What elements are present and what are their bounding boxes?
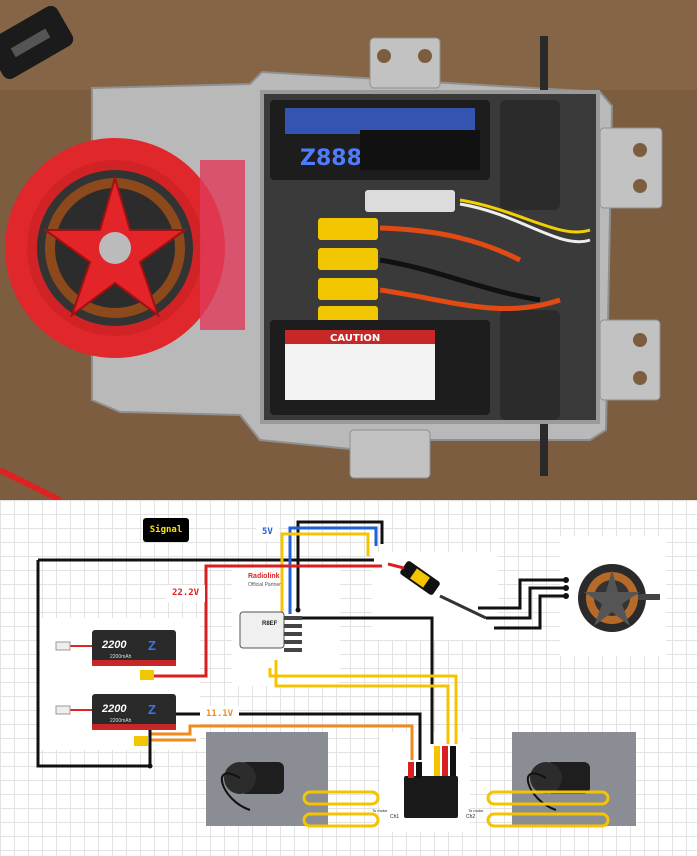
battery-capacity-top: 2200mAh (110, 654, 132, 660)
caution-label: CAUTION (330, 333, 380, 344)
battery-brand-bottom: 2200 (101, 703, 127, 715)
flashlight-object (0, 5, 74, 79)
wiring-diagram: Radiolink Official Partner R8EF 2200 Z 2… (0, 500, 697, 856)
robot-photo: Z888 CAUTION (0, 0, 697, 500)
battery-logo-bottom: Z (148, 702, 156, 717)
receiver: Radiolink Official Partner R8EF (239, 573, 302, 652)
battery-logo-top: Z (148, 638, 156, 653)
driver-to-motor-left: To motor (372, 808, 388, 813)
signal-label: Signal (143, 518, 189, 542)
receiver-subtitle: Official Partner (248, 582, 281, 588)
signal-wire-ch2 (268, 668, 458, 744)
battery-brand-top: 2200 (101, 639, 127, 651)
battery-22v: 2200 Z 2200mAh (55, 630, 176, 666)
ground-wire-left (36, 560, 150, 768)
drive-motor-right (527, 762, 590, 811)
driver-ch2-label: Ch2 (466, 814, 475, 820)
battery-capacity-bottom: 2200mAh (110, 718, 132, 724)
driver-to-motor-right: To motor (468, 808, 484, 813)
esc (387, 561, 487, 620)
robot-photo-drawing: Z888 CAUTION (0, 0, 697, 500)
battery-11v: 2200 Z 2200mAh (55, 694, 176, 730)
receiver-brand: Radiolink (248, 573, 280, 580)
v5-label: 5V (256, 524, 279, 541)
wiring-diagram-drawing: Radiolink Official Partner R8EF 2200 Z 2… (36, 520, 666, 832)
signal-wire-ch1 (274, 660, 450, 744)
drive-motor-left (221, 762, 284, 811)
motor-driver: Ch1 Ch2 To motor To motor (372, 746, 484, 820)
v111-wire (150, 724, 414, 760)
ground-wire-driver (148, 712, 422, 766)
wheel (5, 138, 225, 358)
outrunner-motor (578, 564, 660, 632)
v222-wire (150, 564, 382, 678)
v5-wire (288, 526, 378, 614)
driver-ch1-label: Ch1 (390, 814, 399, 820)
xt60-connector-bottom (134, 736, 148, 746)
photo-battery-label: Z888 (300, 146, 362, 171)
receiver-model: R8EF (262, 621, 278, 627)
v222-label: 22.2V (166, 585, 206, 602)
xt60-connector-top (140, 670, 154, 680)
signal-wire-top (280, 532, 370, 618)
v111-label: 11.1V (200, 706, 240, 723)
